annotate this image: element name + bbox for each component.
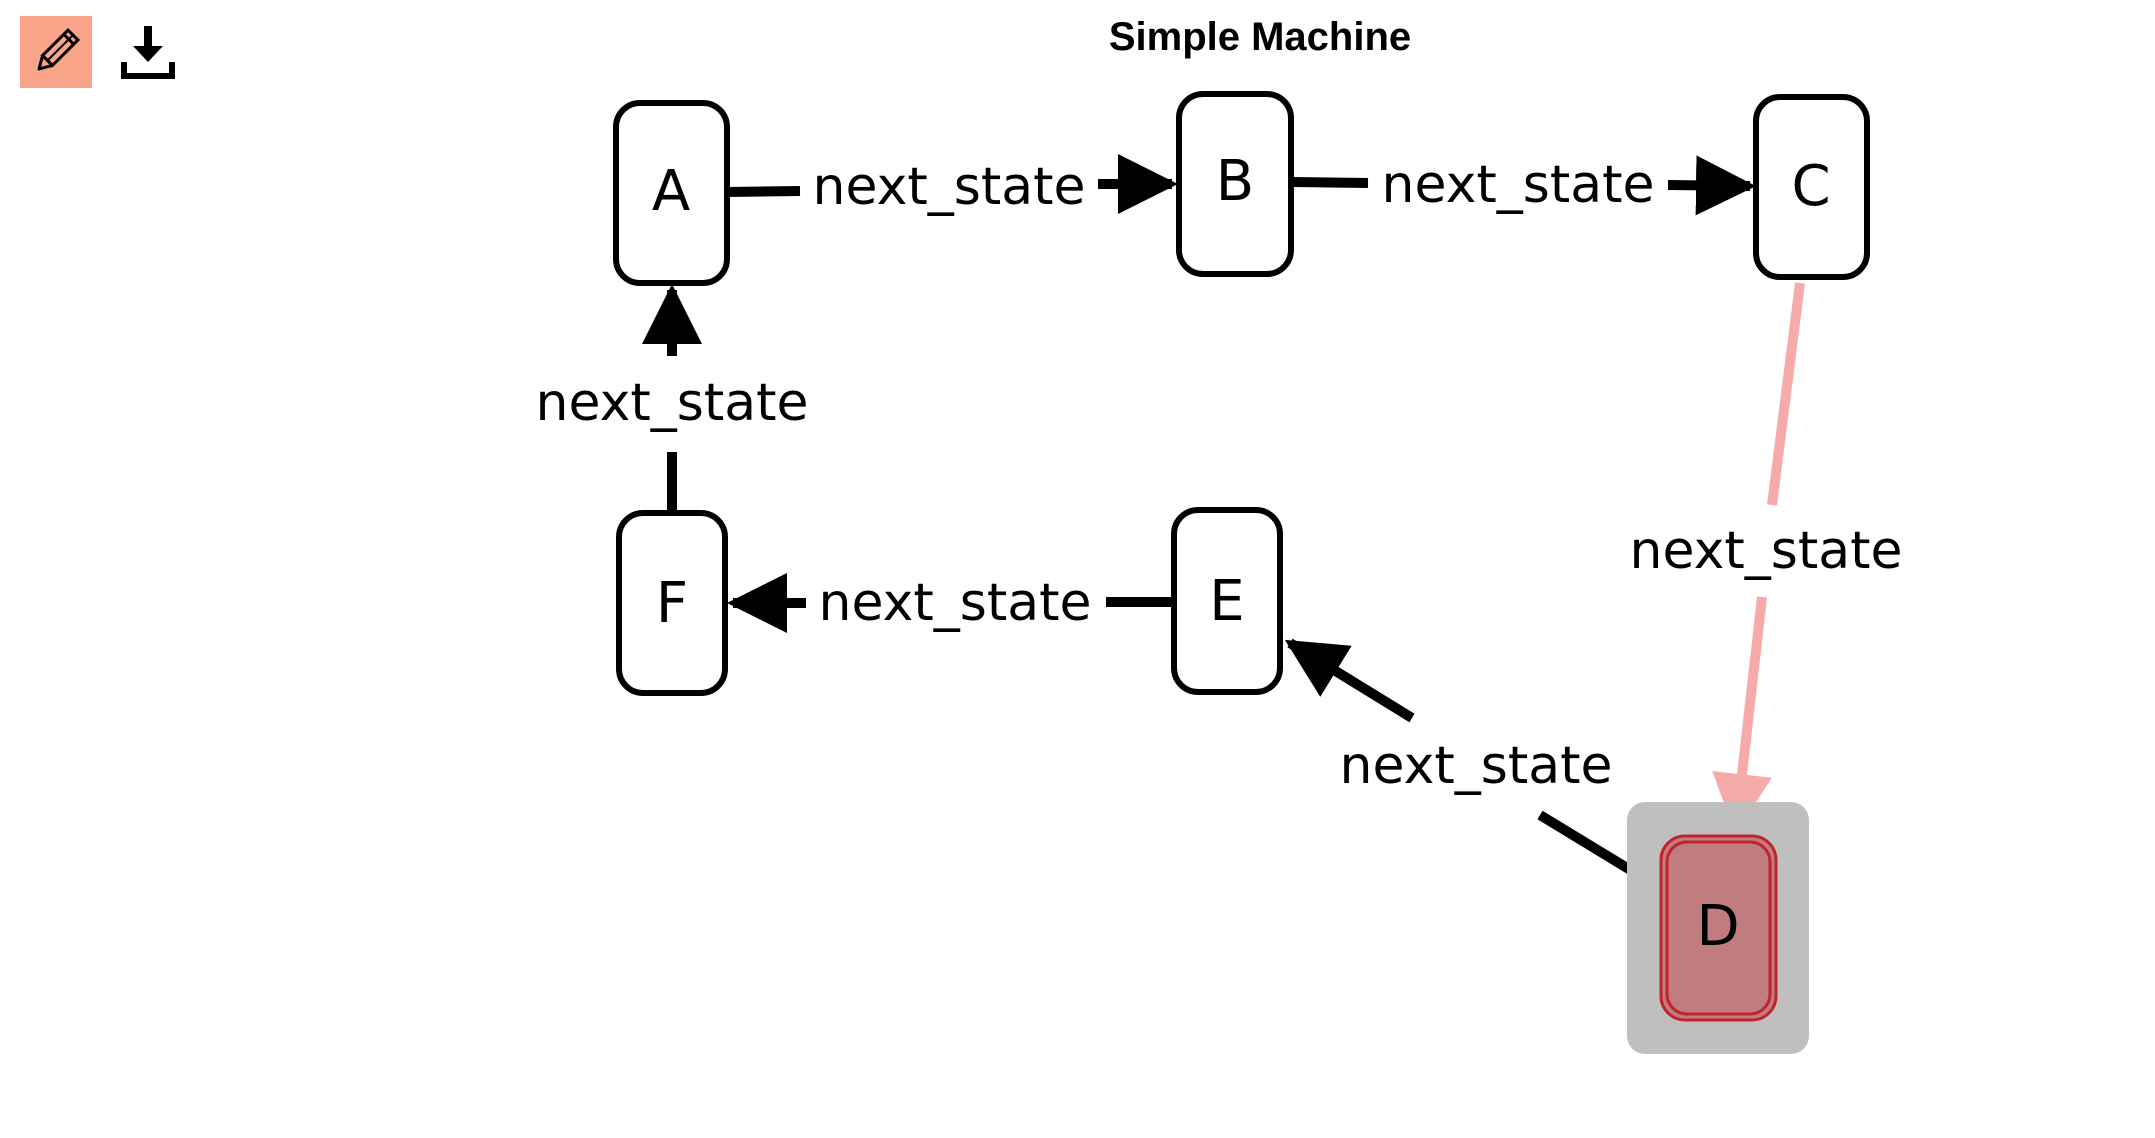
- pencil-icon: [37, 27, 81, 71]
- edge-label-c-d: next_state: [1630, 521, 1903, 581]
- node-label-f: F: [656, 571, 688, 636]
- edge-e-f[interactable]: next_state: [727, 573, 1172, 633]
- edge-c-d[interactable]: next_state: [1630, 282, 1903, 834]
- node-d[interactable]: D: [1627, 802, 1809, 1054]
- diagram-title: Simple Machine: [1109, 15, 1411, 59]
- download-button[interactable]: [112, 16, 184, 88]
- edge-label-e-f: next_state: [819, 573, 1092, 633]
- edge-label-d-e: next_state: [1340, 736, 1613, 796]
- edge-f-a[interactable]: next_state: [536, 284, 809, 512]
- edge-label-f-a: next_state: [536, 373, 809, 433]
- node-b[interactable]: B: [1176, 91, 1294, 277]
- edge-label-a-b: next_state: [813, 157, 1086, 217]
- node-label-e: E: [1209, 569, 1244, 634]
- edit-button[interactable]: [20, 16, 92, 88]
- edge-b-c[interactable]: next_state: [1291, 155, 1756, 216]
- edge-label-b-c: next_state: [1382, 155, 1655, 215]
- node-f[interactable]: F: [616, 510, 728, 696]
- toolbar: [20, 16, 184, 88]
- edge-d-e[interactable]: next_state: [1284, 638, 1663, 893]
- node-label-d: D: [1696, 894, 1739, 959]
- node-label-a: A: [652, 159, 690, 224]
- node-label-c: C: [1791, 154, 1830, 219]
- node-e[interactable]: E: [1171, 507, 1283, 695]
- download-icon: [121, 26, 175, 79]
- edge-a-b[interactable]: next_state: [726, 154, 1178, 217]
- node-c[interactable]: C: [1753, 94, 1870, 280]
- node-a[interactable]: A: [613, 100, 730, 286]
- node-label-b: B: [1216, 149, 1254, 214]
